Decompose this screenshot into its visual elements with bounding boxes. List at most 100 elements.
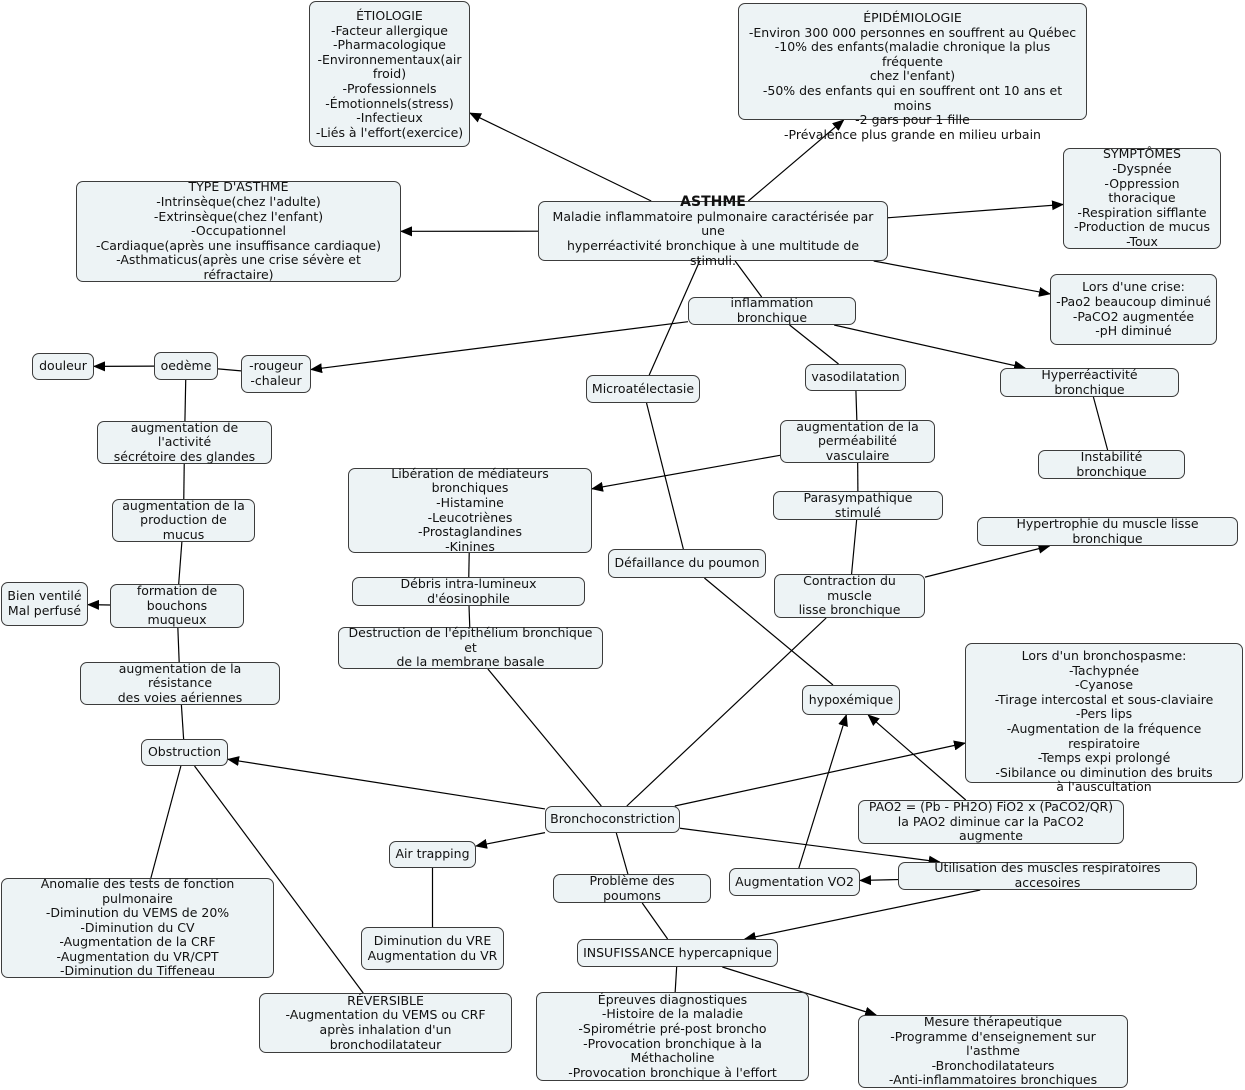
node-epreuves-diagnostiques: Épreuves diagnostiques -Histoire de la m…	[536, 992, 809, 1081]
node-insuffisance-hypercapnique: INSUFISSANCE hypercapnique	[577, 939, 778, 967]
node-etiologie-text: ÉTIOLOGIE -Facteur allergique -Pharmacol…	[315, 8, 464, 140]
connector-inflammation-to-hyperreactivite	[834, 324, 1027, 371]
node-diminution-vre-text: Diminution du VRE Augmentation du VR	[367, 932, 498, 963]
node-hyperreactivite-text: Hyperréactivité bronchique	[1041, 366, 1138, 397]
connector-debris-to-destruction	[468, 605, 471, 628]
node-insuffisance-text: INSUFISSANCE hypercapnique	[583, 944, 772, 960]
connector-pao2-to-hypoxemique	[867, 714, 967, 801]
connector-parasympathique-to-contraction	[850, 519, 858, 575]
node-type-text: TYPE D'ASTHME -Intrinsèque(chez l'adulte…	[96, 179, 381, 282]
node-hyperreactivite-bronchique: Hyperréactivité bronchique	[1000, 366, 1179, 397]
node-anomalie-tests: Anomalie des tests de fonction pulmonair…	[1, 875, 274, 979]
connector-bronchoconstriction-to-probleme_poumons	[615, 832, 629, 875]
connector-bronchoconstriction-to-utilisation_muscles	[679, 827, 941, 866]
node-inflammation-bronchique: inflammation bronchique	[688, 295, 856, 325]
node-reversible-text: RÉVERSIBLE -Augmentation du VEMS ou CRF …	[285, 992, 486, 1052]
node-debris-eosinophile: Débris intra-lumineux d'éosinophile	[352, 576, 585, 606]
node-rougeur-text: -rougeur -chaleur	[249, 358, 303, 388]
connector-asthme-to-crise	[873, 260, 1051, 297]
connector-hyperreactivite-to-instabilite	[1092, 396, 1109, 451]
connector-augmentation_vo2-to-hypoxemique	[798, 714, 848, 869]
node-bouchons-muqueux: formation de bouchons muqueux	[110, 583, 244, 628]
node-production-mucus-text: augmentation de la production de mucus	[122, 497, 245, 542]
connector-insuffisance-to-epreuves	[674, 966, 678, 993]
node-mesure-text: Mesure thérapeutique -Programme d'enseig…	[888, 1014, 1098, 1088]
connector-utilisation_muscles-to-augmentation_vo2	[859, 875, 899, 886]
node-obstruction-text: Obstruction	[147, 744, 222, 760]
node-douleur-text: douleur	[39, 358, 87, 374]
node-destruction-epithelium: Destruction de l'épithélium bronchique e…	[338, 625, 603, 670]
connector-contraction-to-bronchoconstriction	[626, 617, 827, 807]
node-epidemiologie-text: ÉPIDÉMIOLOGIE -Environ 300 000 personnes…	[748, 10, 1077, 142]
node-crise-text: Lors d'une crise: -Pao2 beaucoup diminué…	[1056, 279, 1211, 339]
connector-inflammation-to-rougeur	[310, 321, 689, 374]
connector-contraction-to-hypertrophie	[924, 543, 1051, 578]
node-crise: Lors d'une crise: -Pao2 beaucoup diminué…	[1050, 274, 1217, 345]
connector-utilisation_muscles-to-insuffisance	[743, 889, 981, 942]
node-hypertrophie-text: Hypertrophie du muscle lisse bronchique	[1016, 515, 1199, 546]
node-utilisation-muscles-text: Utilisation des muscles respiratoires ac…	[934, 860, 1161, 890]
node-probleme-poumons-text: Problème des poumons	[589, 872, 675, 903]
connector-production_mucus-to-bouchons	[178, 541, 183, 585]
node-vasodilatation-text: vasodilatation	[811, 369, 900, 385]
node-symptomes: SYMPTÔMES -Dyspnée -Oppression thoraciqu…	[1063, 146, 1221, 249]
connector-permeabilite-to-mediateurs	[591, 454, 781, 492]
connector-microatelectasie-to-defaillance	[645, 402, 684, 550]
node-destruction-text: Destruction de l'épithélium bronchique e…	[348, 625, 593, 670]
node-asthme-text: Maladie inflammatoire pulmonaire caracté…	[552, 208, 874, 268]
node-mesure-therapeutique: Mesure thérapeutique -Programme d'enseig…	[858, 1014, 1128, 1088]
connector-rougeur-to-oedeme	[217, 368, 242, 372]
connector-probleme_poumons-to-insuffisance	[641, 902, 669, 940]
node-resistance-text: augmentation de la résistance des voies …	[117, 660, 243, 705]
connector-inflammation-to-vasodilatation	[789, 324, 839, 365]
connector-destruction-to-bronchoconstriction	[487, 668, 602, 807]
connector-insuffisance-to-mesure	[722, 966, 878, 1017]
node-obstruction: Obstruction	[141, 739, 228, 766]
connector-bronchoconstriction-to-obstruction	[227, 756, 546, 810]
node-symptomes-text: SYMPTÔMES -Dyspnée -Oppression thoraciqu…	[1074, 146, 1210, 249]
node-contraction-text: Contraction du muscle lisse bronchique	[798, 573, 901, 618]
node-hypoxemique-text: hypoxémique	[808, 691, 894, 707]
node-diminution-vre: Diminution du VRE Augmentation du VR	[361, 927, 504, 970]
node-asthme-title: ASTHME	[680, 193, 746, 210]
node-activite-secretoire: augmentation de l'activité sécrétoire de…	[97, 419, 272, 464]
node-defaillance-poumon: Défaillance du poumon	[608, 549, 766, 578]
connector-oedeme-to-activite_secretoire	[184, 379, 187, 422]
node-anomalie-text: Anomalie des tests de fonction pulmonair…	[40, 875, 235, 979]
node-epreuves-text: Épreuves diagnostiques -Histoire de la m…	[568, 991, 777, 1080]
node-inflammation-text: inflammation bronchique	[730, 295, 814, 325]
node-microatelectasie: Microatélectasie	[586, 375, 700, 403]
connector-bouchons-to-resistance	[177, 627, 180, 663]
connector-asthme-to-epidemiologie	[747, 119, 845, 202]
node-bronchoconstriction-text: Bronchoconstriction	[550, 811, 675, 827]
connector-bronchoconstriction-to-air_trapping	[475, 832, 546, 849]
node-douleur: douleur	[32, 353, 94, 380]
node-instabilite-bronchique: Instabilité bronchique	[1038, 448, 1185, 479]
node-activite-secretoire-text: augmentation de l'activité sécrétoire de…	[113, 419, 256, 464]
node-pao2-text: PAO2 = (Pb - PH2O) FiO2 x (PaCO2/QR) la …	[868, 799, 1114, 844]
node-bien-ventile-text: Bien ventilé Mal perfusé	[7, 588, 82, 618]
node-permeabilite-vasculaire: augmentation de la perméabilité vasculai…	[780, 418, 935, 463]
node-permeabilite-text: augmentation de la perméabilité vasculai…	[796, 418, 919, 463]
connector-defaillance-to-hypoxemique	[704, 577, 834, 686]
node-microatelectasie-text: Microatélectasie	[591, 380, 695, 396]
node-epidemiologie: ÉPIDÉMIOLOGIE -Environ 300 000 personnes…	[738, 3, 1087, 142]
node-augmentation-vo2-text: Augmentation VO2	[735, 873, 854, 889]
node-oedeme-text: oedème	[160, 357, 212, 373]
node-air-trapping-text: Air trapping	[395, 846, 470, 862]
node-bien-ventile: Bien ventilé Mal perfusé	[1, 582, 88, 626]
node-parasympathique: Parasympathique stimulé	[773, 490, 943, 520]
node-oedeme: oedème	[154, 352, 218, 380]
node-reversible: RÉVERSIBLE -Augmentation du VEMS ou CRF …	[259, 993, 512, 1053]
node-bouchons-text: formation de bouchons muqueux	[136, 583, 218, 628]
connector-asthme-to-inflammation	[734, 260, 763, 298]
node-bronchoconstriction: Bronchoconstriction	[545, 806, 680, 833]
node-instabilite-text: Instabilité bronchique	[1076, 448, 1147, 479]
connector-asthme-to-symptomes	[887, 200, 1064, 219]
connector-resistance-to-obstruction	[180, 704, 185, 740]
connector-bronchoconstriction-to-bronchospasme	[674, 740, 966, 807]
node-contraction-muscle: Contraction du muscle lisse bronchique	[774, 573, 925, 618]
connector-asthme-to-microatelectasie	[648, 260, 701, 376]
